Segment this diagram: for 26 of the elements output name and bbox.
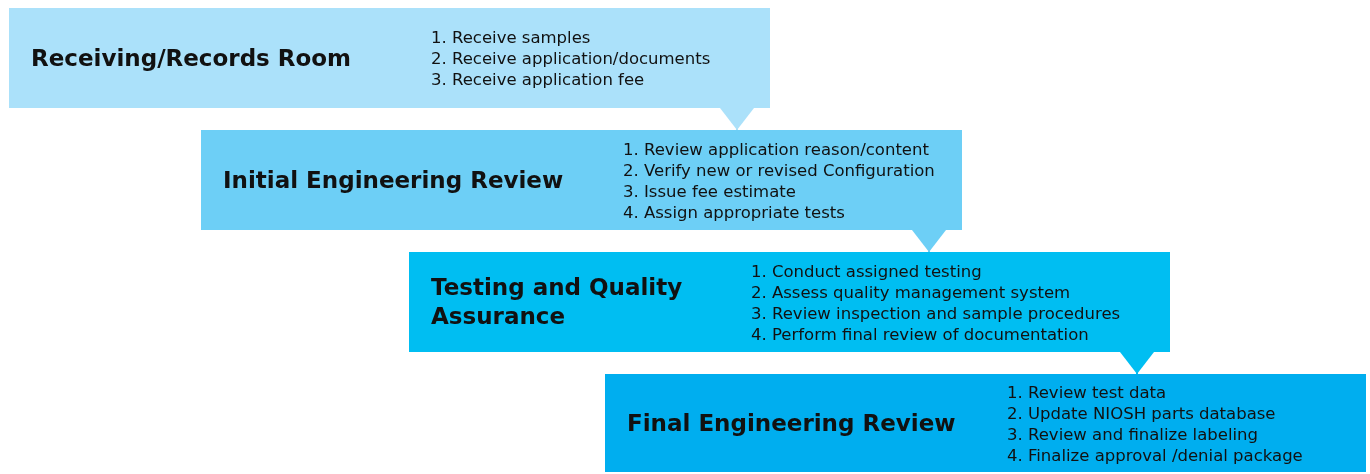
list-item: 1. Review test data — [1007, 382, 1168, 403]
list-item: 4. Perform final review of documentation — [751, 324, 1090, 345]
list-item: 2. Update NIOSH parts database — [1007, 403, 1277, 424]
list-item: 2. Verify new or revised Configuration — [623, 160, 935, 181]
list-item: 2. Assess quality management system — [751, 282, 1072, 303]
list-item: 4. Assign appropriate tests — [623, 202, 846, 223]
box-heading: Testing and Quality Assurance — [431, 273, 684, 331]
box-heading: Initial Engineering Review — [223, 165, 565, 195]
process-box — [409, 252, 1170, 352]
list-item: 3. Review and finalize labeling — [1007, 424, 1259, 445]
box-heading: Final Engineering Review — [627, 408, 957, 438]
list-item: 2. Receive application/documents — [431, 49, 711, 69]
list-item: 3. Receive application fee — [431, 70, 646, 90]
pointer-arrow — [720, 107, 754, 131]
pointer-arrow — [912, 229, 946, 253]
list-item: 3. Issue fee estimate — [623, 181, 797, 202]
process-box — [605, 374, 1366, 472]
process-box — [9, 8, 770, 108]
list-item: 3. Review inspection and sample procedures — [751, 303, 1121, 324]
box-heading: Receiving/Records Room — [31, 43, 353, 73]
list-item: 1. Conduct assigned testing — [751, 261, 983, 282]
process-box — [201, 130, 962, 230]
list-item: 1. Receive samples — [431, 28, 592, 48]
list-item: 1. Review application reason/content — [623, 139, 930, 160]
pointer-arrow — [1120, 351, 1154, 375]
list-item: 4. Finalize approval /denial package — [1007, 445, 1303, 466]
